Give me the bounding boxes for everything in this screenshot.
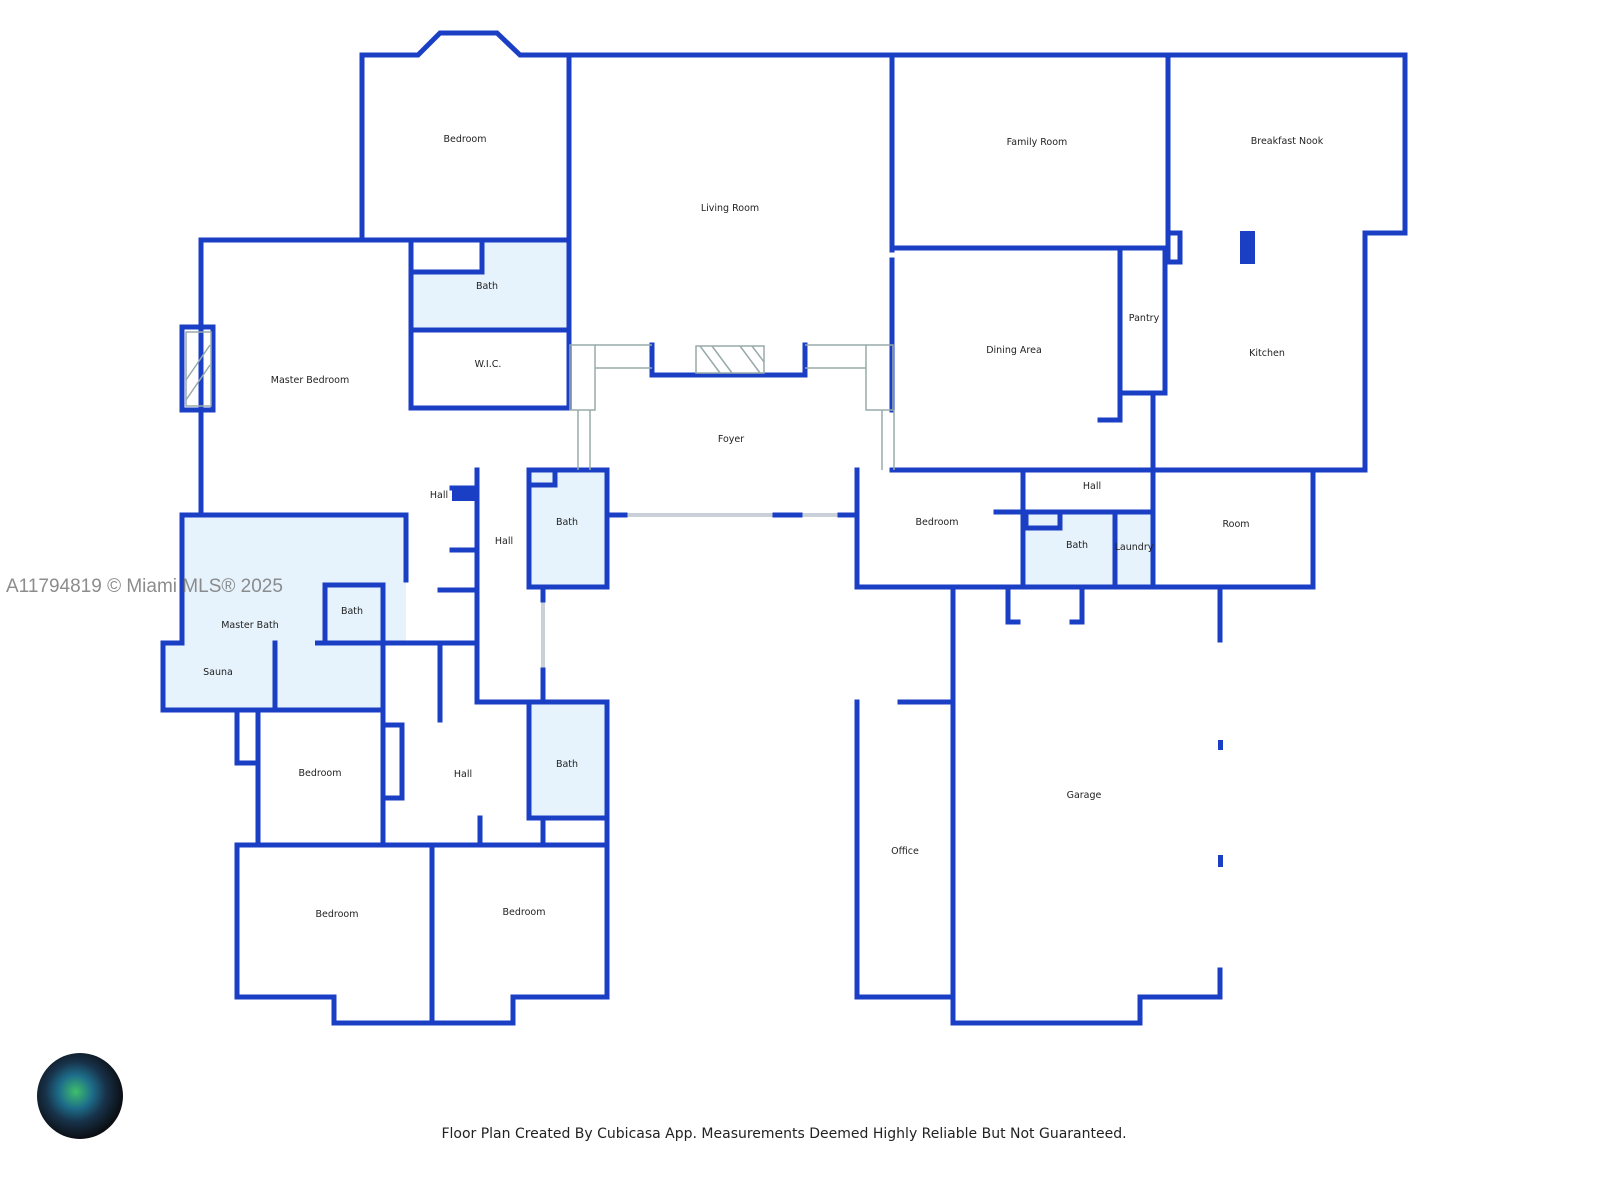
room-label-living-room: Living Room [701, 203, 759, 214]
column-marker [452, 487, 477, 501]
room-label-bedroom: Bedroom [444, 134, 487, 145]
room-label-hall: Hall [1083, 481, 1101, 492]
room-label-bedroom: Bedroom [316, 909, 359, 920]
footer-disclaimer: Floor Plan Created By Cubicasa App. Meas… [441, 1126, 1127, 1142]
room-label-hall: Hall [454, 769, 472, 780]
room-label-bedroom: Bedroom [503, 907, 546, 918]
room-label-bedroom: Bedroom [299, 768, 342, 779]
photographer-logo [37, 1053, 123, 1139]
room-label-dining-area: Dining Area [986, 345, 1042, 356]
room-label-master-bedroom: Master Bedroom [271, 375, 349, 386]
room-label-laundry: Laundry [1115, 542, 1154, 553]
room-label-bath: Bath [341, 606, 363, 617]
room-label-hall: Hall [495, 536, 513, 547]
room-label-foyer: Foyer [718, 434, 744, 445]
room-label-bath: Bath [556, 517, 578, 528]
mls-watermark: A11794819 © Miami MLS® 2025 [6, 576, 283, 597]
room-label-garage: Garage [1067, 790, 1102, 801]
room-label-office: Office [891, 846, 919, 857]
room-label-breakfast-nook: Breakfast Nook [1251, 136, 1324, 147]
room-label-bedroom: Bedroom [916, 517, 959, 528]
wet-room-fills [163, 240, 1153, 818]
room-label-master-bath: Master Bath [221, 620, 279, 631]
column-marker [1240, 231, 1255, 264]
room-label-sauna: Sauna [203, 667, 233, 678]
room-label-pantry: Pantry [1129, 313, 1160, 324]
room-label-bath: Bath [476, 281, 498, 292]
room-labels: Bedroom Living Room Family Room Breakfas… [203, 134, 1324, 920]
room-label-kitchen: Kitchen [1249, 348, 1285, 359]
room-label-bath: Bath [556, 759, 578, 770]
room-label-hall: Hall [430, 490, 448, 501]
room-label-room: Room [1222, 519, 1249, 530]
fireplace-hatch [185, 331, 895, 470]
room-label-wic: W.I.C. [475, 359, 502, 370]
room-label-bath: Bath [1066, 540, 1088, 551]
room-label-family-room: Family Room [1007, 137, 1068, 148]
